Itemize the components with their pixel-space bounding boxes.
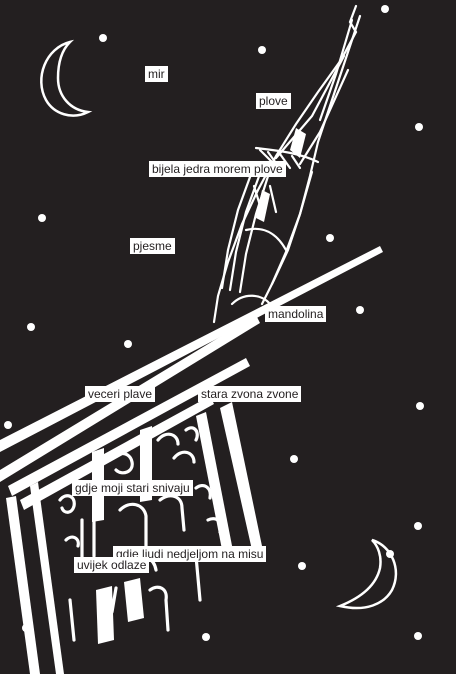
star — [298, 562, 306, 570]
star — [381, 5, 389, 13]
poem-word-plove: plove — [256, 93, 291, 109]
poem-line-gdje-moji-stari: gdje moji stari snivaju — [72, 480, 193, 496]
star — [99, 34, 107, 42]
star — [416, 402, 424, 410]
star — [27, 323, 35, 331]
poem-line-uvijek-odlaze: uvijek odlaze — [74, 557, 150, 573]
poem-word-pjesme: pjesme — [130, 238, 175, 254]
poem-line-veceri-plave: veceri plave — [85, 386, 156, 402]
poem-word-mandolina: mandolina — [265, 306, 327, 322]
star — [38, 214, 46, 222]
bell-tower-fill — [256, 128, 306, 222]
star — [326, 234, 334, 242]
star — [356, 306, 364, 314]
star — [124, 340, 132, 348]
crescent-moon-icon — [40, 39, 93, 117]
crescent-moon-icon — [335, 538, 398, 610]
poem-line-gdje-ljudi: gdje ljudi nedjeljom na misu — [113, 546, 267, 562]
star — [4, 421, 12, 429]
star — [414, 632, 422, 640]
bell-tower — [212, 4, 362, 324]
poem-word-mir: mir — [145, 66, 168, 82]
star — [258, 46, 266, 54]
star — [202, 633, 210, 641]
stars — [4, 5, 424, 641]
poem-line-stara-zvona: stara zvona zvone — [198, 386, 302, 402]
poem-line-bijela-jedra: bijela jedra morem plove — [149, 161, 286, 177]
star — [414, 522, 422, 530]
star — [290, 455, 298, 463]
star — [415, 123, 423, 131]
